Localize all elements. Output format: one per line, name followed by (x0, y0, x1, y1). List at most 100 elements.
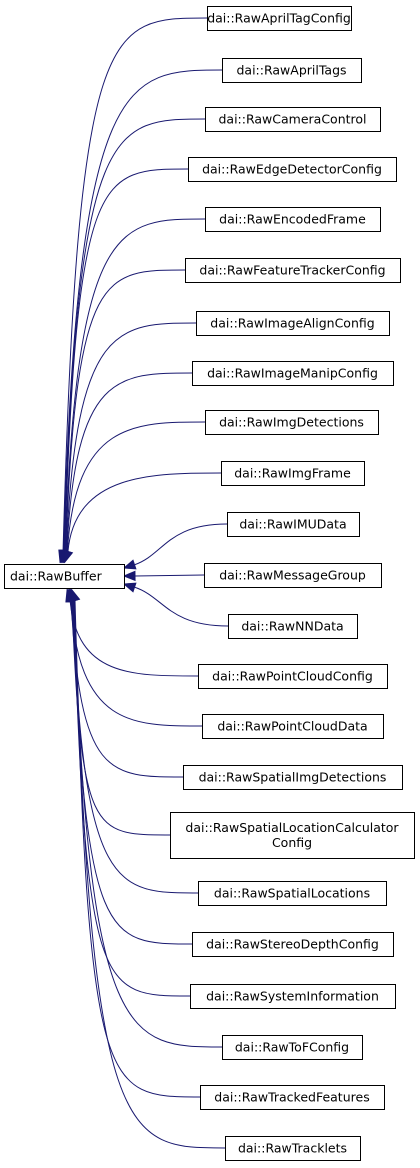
derived-class-node[interactable]: dai::RawCameraControl (205, 107, 381, 132)
derived-class-node[interactable]: dai::RawAprilTags (222, 58, 362, 83)
derived-class-node[interactable]: dai::RawImgFrame (221, 461, 365, 486)
derived-class-box (196, 311, 390, 336)
derived-class-box (185, 258, 401, 283)
inheritance-edge (69, 599, 199, 677)
derived-class-box (198, 881, 387, 906)
inheritance-edge (64, 218, 206, 553)
inheritance-edge (62, 17, 208, 553)
derived-class-node[interactable]: dai::RawFeatureTrackerConfig (185, 258, 401, 283)
inheritance-edge (63, 118, 206, 553)
derived-class-box (227, 512, 360, 537)
inheritance-edge (66, 421, 206, 553)
derived-class-label: dai::RawCameraControl (218, 112, 366, 127)
base-class-label: dai::RawBuffer (10, 569, 103, 584)
derived-class-label: dai::RawImageAlignConfig (210, 316, 374, 331)
derived-class-label: dai::RawPointCloudData (217, 719, 367, 734)
inheritance-edge (66, 372, 193, 553)
derived-class-label: dai::RawSpatialLocationCalculator (185, 820, 399, 835)
derived-class-label: dai::RawSpatialImgDetections (199, 770, 387, 785)
inheritance-edge (70, 599, 203, 727)
derived-class-label: dai::RawSystemInformation (206, 989, 379, 1004)
inheritance-edge (65, 269, 186, 553)
derived-class-box (225, 1136, 361, 1161)
inheritance-arrowhead (122, 582, 137, 593)
derived-class-label: dai::RawMessageGroup (219, 568, 366, 583)
derived-class-box (190, 984, 396, 1009)
inheritance-edge (63, 69, 223, 553)
derived-class-label: dai::RawEdgeDetectorConfig (202, 162, 382, 177)
inheritance-edge (74, 599, 226, 1149)
derived-class-label: dai::RawImageManipConfig (207, 366, 378, 381)
derived-class-box (205, 107, 381, 132)
derived-class-box (205, 207, 381, 232)
base-class-box (4, 564, 125, 589)
derived-class-box (188, 157, 397, 182)
derived-class-node[interactable]: dai::RawTracklets (225, 1136, 361, 1161)
derived-class-label: dai::RawToFConfig (235, 1040, 349, 1055)
derived-class-node[interactable]: dai::RawMessageGroup (204, 563, 382, 588)
inheritance-edge (134, 574, 205, 577)
derived-class-node[interactable]: dai::RawImageManipConfig (192, 361, 394, 386)
derived-class-node[interactable]: dai::RawImgDetections (205, 410, 379, 435)
class-nodes: dai::RawBuffer dai::RawAprilTagConfigdai:… (4, 6, 415, 1161)
inheritance-arrowhead (70, 588, 81, 603)
derived-class-node[interactable]: dai::RawNNData (228, 614, 358, 639)
derived-class-node[interactable]: dai::RawAprilTagConfig (207, 6, 352, 31)
inheritance-edge (71, 599, 171, 836)
inheritance-edge (73, 599, 223, 1048)
derived-class-node[interactable]: dai::RawSpatialLocations (198, 881, 387, 906)
derived-class-box (207, 6, 352, 31)
derived-class-node[interactable]: dai::RawPointCloudConfig (198, 664, 388, 689)
derived-class-box (205, 410, 379, 435)
derived-class-label: dai::RawTrackedFeatures (214, 1090, 369, 1105)
derived-class-box (204, 563, 382, 588)
derived-class-box (221, 461, 365, 486)
derived-class-box (198, 664, 388, 689)
derived-class-label: dai::RawTracklets (238, 1141, 347, 1156)
inheritance-edge (133, 523, 228, 566)
inheritance-arrowhead (63, 549, 74, 564)
derived-class-box (183, 765, 403, 790)
inheritance-edge (70, 599, 184, 778)
base-class-node[interactable]: dai::RawBuffer (4, 564, 125, 589)
derived-class-label: dai::RawStereoDepthConfig (206, 937, 379, 952)
derived-class-label: dai::RawPointCloudConfig (212, 669, 373, 684)
derived-class-node[interactable]: dai::RawEncodedFrame (205, 207, 381, 232)
derived-class-node[interactable]: dai::RawSpatialImgDetections (183, 765, 403, 790)
inheritance-edges (58, 17, 229, 1149)
derived-class-node[interactable]: dai::RawEdgeDetectorConfig (188, 157, 397, 182)
derived-class-node[interactable]: dai::RawStereoDepthConfig (192, 932, 394, 957)
derived-class-label: dai::RawEncodedFrame (219, 212, 366, 227)
inheritance-edge (65, 322, 197, 553)
derived-class-label: dai::RawAprilTagConfig (207, 11, 351, 26)
inheritance-edge (67, 472, 222, 553)
derived-class-label: dai::RawNNData (241, 619, 343, 634)
derived-class-node[interactable]: dai::RawTrackedFeatures (200, 1085, 385, 1110)
inheritance-edge (64, 168, 189, 553)
inheritance-arrowhead (122, 559, 137, 570)
derived-class-node[interactable]: dai::RawIMUData (227, 512, 360, 537)
derived-class-node[interactable]: dai::RawSystemInformation (190, 984, 396, 1009)
derived-class-box (192, 932, 394, 957)
inheritance-arrowhead (122, 570, 136, 582)
derived-class-label: dai::RawIMUData (239, 517, 346, 532)
derived-class-node[interactable]: dai::RawImageAlignConfig (196, 311, 390, 336)
derived-class-label: Config (272, 835, 312, 850)
derived-class-label: dai::RawFeatureTrackerConfig (199, 263, 385, 278)
derived-class-label: dai::RawImgDetections (219, 415, 364, 430)
derived-class-box (202, 714, 384, 739)
derived-class-box (222, 58, 362, 83)
derived-class-box (200, 1085, 385, 1110)
derived-class-node[interactable]: dai::RawPointCloudData (202, 714, 384, 739)
derived-class-node[interactable]: dai::RawToFConfig (222, 1035, 363, 1060)
derived-class-label: dai::RawImgFrame (234, 466, 351, 481)
derived-class-box (192, 361, 394, 386)
derived-class-box (170, 812, 415, 859)
derived-class-label: dai::RawAprilTags (236, 63, 346, 78)
derived-class-box (222, 1035, 363, 1060)
derived-class-label: dai::RawSpatialLocations (214, 886, 370, 901)
derived-class-box (228, 614, 358, 639)
inheritance-edge (133, 586, 229, 627)
